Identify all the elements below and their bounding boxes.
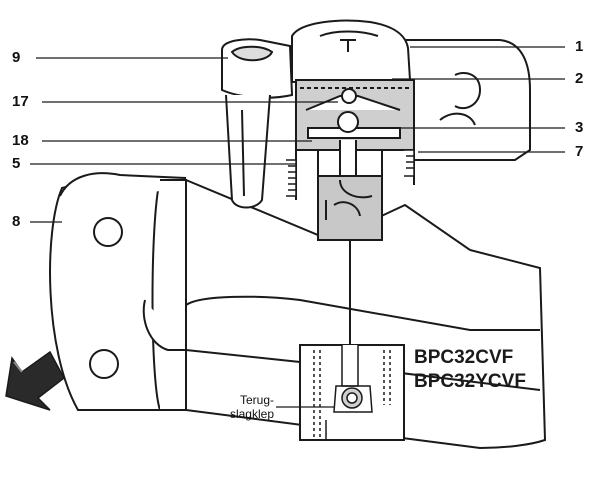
callout-9: 9 [12, 49, 21, 66]
check-valve-label: Terug- slagklep [196, 393, 274, 421]
callout-2: 2 [575, 70, 584, 87]
top-cap [291, 19, 412, 84]
callout-3: 3 [575, 119, 584, 136]
thread-zone [286, 149, 415, 197]
right-flange [404, 39, 531, 161]
detail-inset [299, 344, 405, 441]
callout-8: 8 [12, 213, 21, 230]
callout-leaders [30, 46, 565, 408]
model-name-2: BPC32YCVF [414, 371, 526, 392]
check-valve-highlight [317, 175, 383, 241]
callout-7: 7 [575, 143, 584, 160]
callout-18: 18 [12, 132, 29, 149]
left-flange [49, 172, 187, 411]
side-nut [221, 38, 294, 209]
check-valve-label-line1: Terug- [239, 393, 274, 407]
callout-5: 5 [12, 155, 21, 172]
callout-17: 17 [12, 93, 29, 110]
flow-arrow-icon [5, 350, 65, 411]
check-valve-label-line2: slagklep [229, 407, 274, 421]
callout-1: 1 [575, 38, 584, 55]
model-name-1: BPC32CVF [414, 347, 514, 368]
